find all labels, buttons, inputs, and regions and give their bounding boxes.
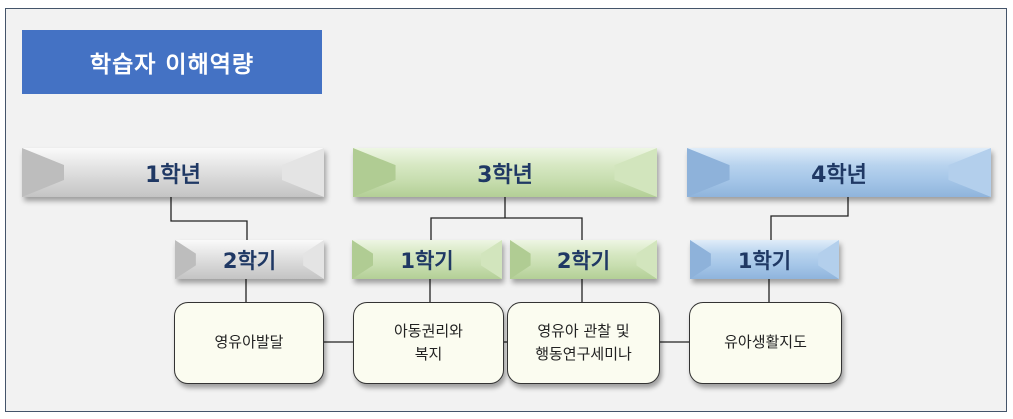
diagram-title: 학습자 이해역량: [22, 30, 322, 94]
semester-bar: 2학기: [510, 240, 657, 279]
year-1-label: 1학년: [145, 162, 201, 188]
course-box: 유아생활지도: [689, 302, 842, 384]
semester-label: 2학기: [222, 248, 277, 273]
semester-label: 2학기: [556, 248, 611, 273]
semester-label: 1학기: [737, 248, 792, 273]
course-box: 영유아 관찰 및 행동연구세미나: [507, 302, 660, 384]
year-4-bar: 4학년: [687, 148, 991, 197]
connector-year3-split: [430, 217, 583, 240]
connector-year1-sem2: [170, 197, 248, 240]
year-3-label: 3학년: [477, 162, 533, 188]
year-4-label: 4학년: [811, 162, 867, 188]
semester-label: 1학기: [400, 248, 454, 273]
semester-bar: 1학기: [352, 240, 502, 279]
connector-year4-sem1: [770, 197, 849, 240]
semester-bar: 2학기: [175, 240, 324, 279]
semester-bar: 1학기: [690, 240, 839, 279]
course-box: 아동권리와 복지: [353, 302, 504, 384]
year-3-bar: 3학년: [353, 148, 657, 197]
year-1-bar: 1학년: [22, 148, 324, 197]
course-box: 영유아발달: [174, 302, 324, 384]
